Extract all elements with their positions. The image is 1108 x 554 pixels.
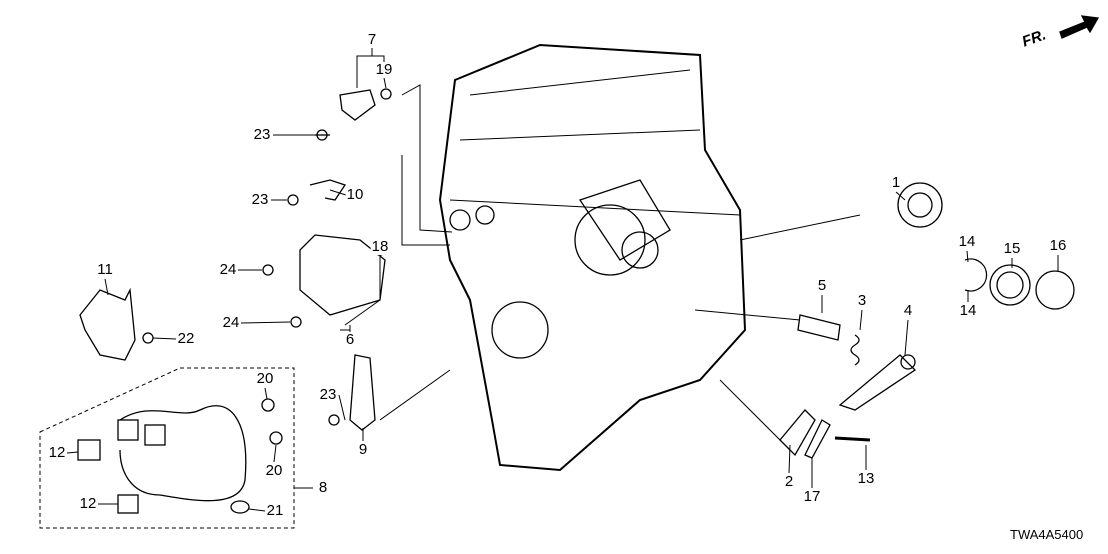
diagram-code: TWA4A5400: [1010, 527, 1084, 542]
callout-6[interactable]: 6: [344, 331, 356, 348]
callout-20[interactable]: 20: [255, 370, 275, 387]
callout-13[interactable]: 13: [856, 470, 876, 487]
callout-24[interactable]: 24: [221, 314, 241, 331]
callout-23[interactable]: 23: [250, 191, 270, 208]
leader-lines: [39, 48, 1059, 529]
callout-19[interactable]: 19: [374, 61, 394, 78]
callout-17[interactable]: 17: [802, 488, 822, 505]
callout-21[interactable]: 21: [265, 502, 285, 519]
callout-14[interactable]: 14: [957, 233, 977, 250]
callout-12[interactable]: 12: [47, 444, 67, 461]
direction-arrow-icon: [1059, 15, 1100, 39]
callout-20[interactable]: 20: [264, 462, 284, 479]
callout-24[interactable]: 24: [218, 261, 238, 278]
callout-5[interactable]: 5: [816, 277, 828, 294]
callout-8[interactable]: 8: [317, 479, 329, 496]
part-shapes: [77, 88, 1075, 514]
callout-11[interactable]: 11: [96, 261, 114, 278]
callout-23[interactable]: 23: [318, 386, 338, 403]
callout-10[interactable]: 10: [345, 186, 365, 203]
callout-22[interactable]: 22: [176, 330, 196, 347]
callout-18[interactable]: 18: [370, 238, 390, 255]
callout-14[interactable]: 14: [958, 302, 978, 319]
callout-2[interactable]: 2: [783, 473, 795, 490]
callout-16[interactable]: 16: [1048, 237, 1068, 254]
callout-1[interactable]: 1: [890, 174, 902, 191]
transmission-housing: [438, 43, 747, 472]
callout-7[interactable]: 7: [366, 31, 378, 48]
callout-4[interactable]: 4: [902, 302, 914, 319]
callout-12[interactable]: 12: [78, 495, 98, 512]
callout-9[interactable]: 9: [357, 441, 369, 458]
callout-3[interactable]: 3: [856, 292, 868, 309]
callout-15[interactable]: 15: [1002, 240, 1022, 257]
callout-23[interactable]: 23: [252, 126, 272, 143]
